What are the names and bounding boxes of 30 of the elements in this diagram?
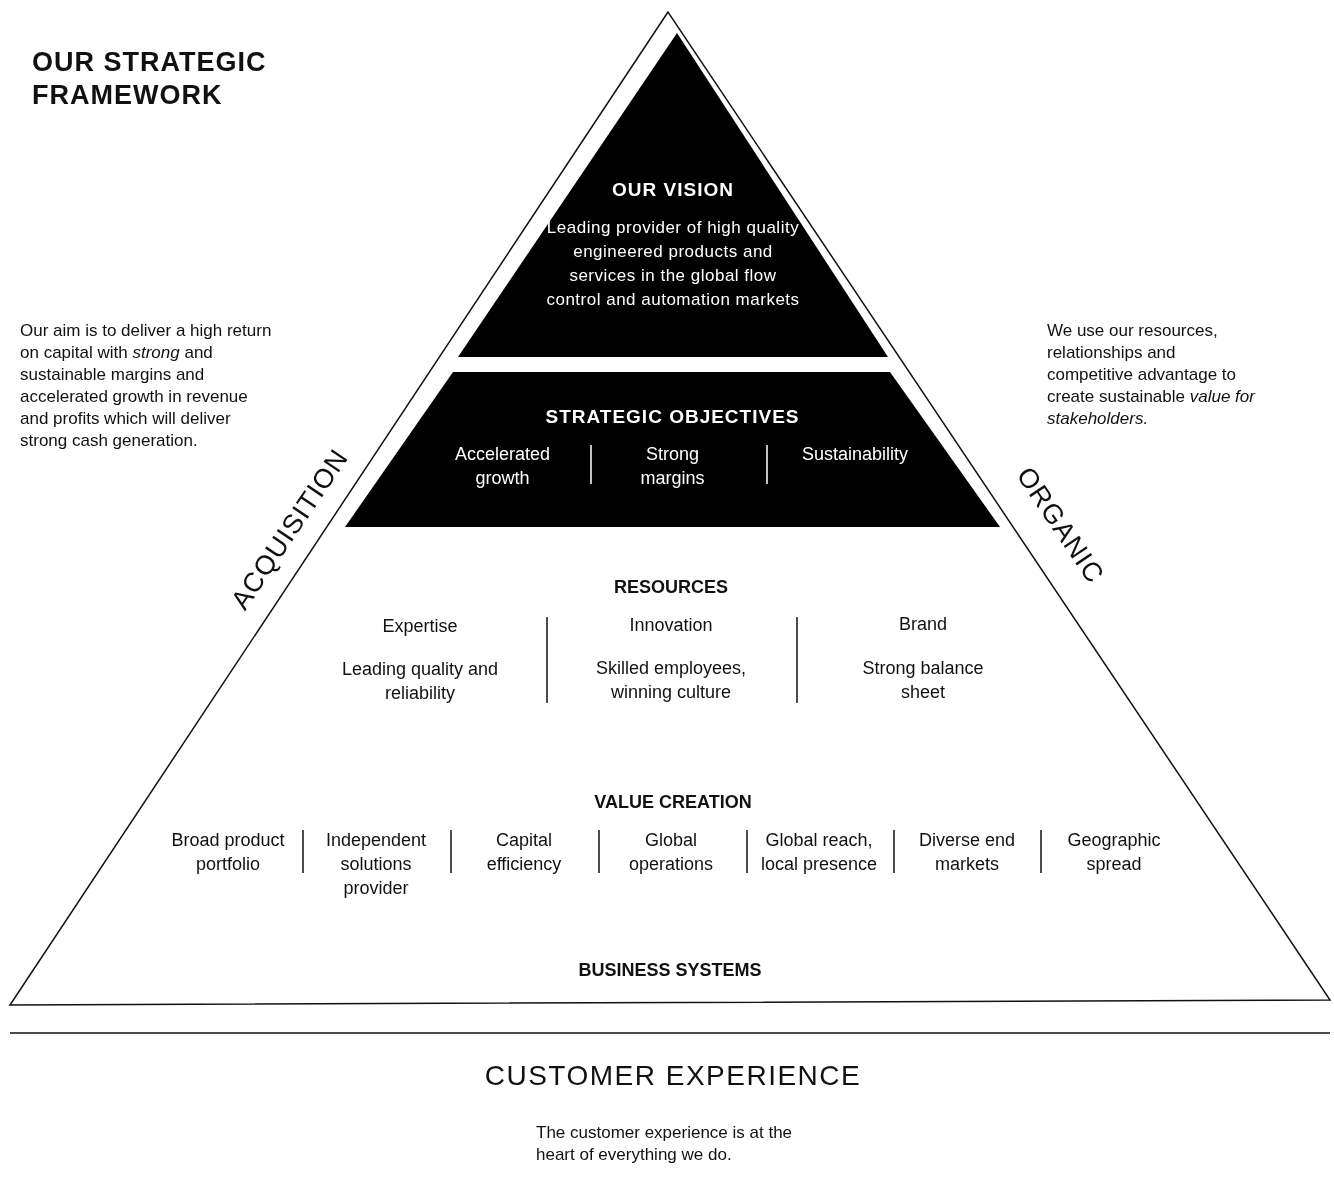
paragraph: Our aim is to deliver a high return on capital with strong and sustainable margins and accelerated growth in revenue and profits which will deliver strong cash generation. — [20, 320, 272, 450]
resource-item: Brand — [897, 613, 948, 636]
resource-item: Innovation — [628, 614, 714, 637]
value-item: Global reach, local presence — [759, 829, 879, 876]
section-heading: BUSINESS SYSTEMS — [577, 959, 763, 982]
note: The customer experience is at the heart of everything we do. — [536, 1122, 794, 1166]
value-item: Diverse end markets — [917, 829, 1016, 876]
paragraph: We use our resources, relationships and competitive advantage to create sustainable value for stakeholders. — [1047, 320, 1257, 430]
value-item: Independent solutions provider — [324, 829, 428, 900]
pyramid-outline — [10, 12, 1330, 1005]
title: OUR STRATEGIC FRAMEWORK — [32, 46, 268, 112]
value-item: Capital efficiency — [485, 829, 563, 876]
section-heading: VALUE CREATION — [593, 791, 753, 814]
value-item: Geographic spread — [1066, 829, 1162, 876]
resource-item: Expertise — [381, 615, 459, 638]
resource-item: Skilled employees, winning culture — [594, 657, 748, 704]
value-item: Broad product portfolio — [170, 829, 286, 876]
resource-item: Strong balance sheet — [861, 657, 985, 704]
objective: Sustainability — [800, 443, 910, 466]
value-item: Global operations — [627, 829, 715, 876]
vision-statement: Leading provider of high quality engineered products and services in the global flow control and automation markets — [545, 217, 801, 311]
heading: STRATEGIC OBJECTIVES — [544, 405, 801, 429]
resource-item: Leading quality and reliability — [340, 658, 500, 705]
section-heading: RESOURCES — [613, 576, 729, 599]
vision-triangle — [458, 33, 888, 357]
objective: Accelerated growth — [453, 443, 552, 490]
objective: Strong margins — [639, 443, 706, 490]
heading: OUR VISION — [611, 178, 735, 202]
objectives-band — [345, 372, 1000, 527]
section-heading: CUSTOMER EXPERIENCE — [483, 1059, 863, 1093]
